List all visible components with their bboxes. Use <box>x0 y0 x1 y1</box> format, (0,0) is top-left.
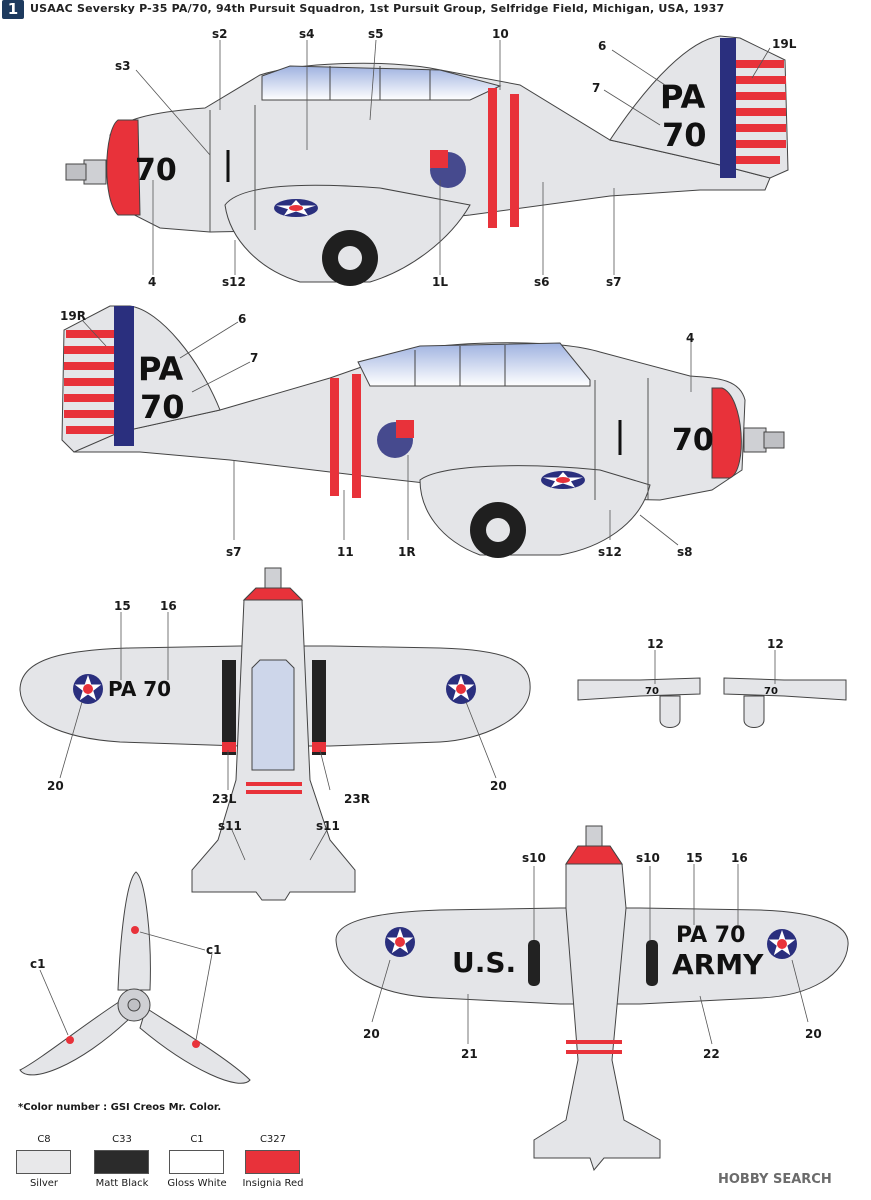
swatch-gloss-white <box>169 1150 224 1174</box>
swatch-name-gloss-white: Gloss White <box>167 1178 227 1189</box>
callout-23R: 23R <box>344 792 370 806</box>
callout-s3: s3 <box>115 59 131 73</box>
bottom-wing-code: PA 70 <box>676 923 745 948</box>
wing-detail-number-right: 70 <box>764 686 778 697</box>
callout-c1-right: c1 <box>206 943 221 957</box>
callout-s5: s5 <box>368 27 384 41</box>
callout-19R: 19R <box>60 309 86 323</box>
tail-number-right: 70 <box>140 388 185 426</box>
wing-detail-number-left: 70 <box>645 686 659 697</box>
callout-11: 11 <box>337 545 354 559</box>
callout-7-right: 7 <box>250 351 258 365</box>
callout-s4: s4 <box>299 27 315 41</box>
wing-underside-details: 70 70 12 12 <box>577 637 847 728</box>
callout-20-top-right: 20 <box>490 779 507 793</box>
callout-s11-left: s11 <box>218 819 242 833</box>
swatch-matt-black <box>94 1150 149 1174</box>
left-side-profile: 70 PA 70 s2 s4 s5 10 s3 6 19L 7 <box>65 27 797 289</box>
tail-code-left: PA <box>660 78 706 116</box>
watermark: HOBBY SEARCH <box>718 1172 832 1187</box>
swatch-code-silver: C8 <box>37 1134 51 1145</box>
indian-head-emblem-right <box>377 420 414 458</box>
callout-c1-left: c1 <box>30 957 45 971</box>
callout-22: 22 <box>703 1047 720 1061</box>
swatch-code-insignia-red: C327 <box>259 1134 287 1145</box>
callout-s10-right: s10 <box>636 851 660 865</box>
swatch-silver <box>16 1150 71 1174</box>
callout-4-right: 4 <box>686 331 694 345</box>
swatch-name-silver: Silver <box>29 1178 59 1189</box>
tail-code-right: PA <box>138 350 184 388</box>
profile-number-badge: 1 <box>2 0 24 19</box>
fuselage-number-right: 70 <box>672 423 714 458</box>
swatch-name-insignia-red: Insignia Red <box>242 1178 304 1189</box>
bottom-view: U.S. PA 70 ARMY s10 s10 15 16 20 21 22 2… <box>335 825 849 1172</box>
bottom-army-lettering: ARMY <box>672 948 764 981</box>
callout-19L: 19L <box>772 37 797 51</box>
callout-12-right: 12 <box>767 637 784 651</box>
swatch-code-matt-black: C33 <box>112 1134 132 1145</box>
callout-1L: 1L <box>432 275 448 289</box>
top-wing-code: PA 70 <box>108 677 171 701</box>
fuselage-number-left: 70 <box>135 153 177 188</box>
callout-s10-left: s10 <box>522 851 546 865</box>
callout-21: 21 <box>461 1047 478 1061</box>
propeller-drawing: c1 c1 <box>19 871 251 1084</box>
indian-head-emblem-left <box>430 150 466 188</box>
top-view: PA 70 15 16 20 20 23L 23R s11 s11 <box>19 567 531 901</box>
callout-s12: s12 <box>222 275 246 289</box>
callout-20-bottom-left: 20 <box>363 1027 380 1041</box>
callout-6: 6 <box>598 39 606 53</box>
callout-15-bottom: 15 <box>686 851 703 865</box>
callout-s2: s2 <box>212 27 228 41</box>
callout-16-bottom: 16 <box>731 851 748 865</box>
tail-number-left: 70 <box>662 116 707 154</box>
callout-s7-right: s7 <box>226 545 242 559</box>
callout-s7: s7 <box>606 275 622 289</box>
callout-s12-right: s12 <box>598 545 622 559</box>
swatch-code-gloss-white: C1 <box>190 1134 204 1145</box>
bottom-us-lettering: U.S. <box>452 946 516 979</box>
callout-s11-right: s11 <box>316 819 340 833</box>
callout-s6: s6 <box>534 275 550 289</box>
callout-7: 7 <box>592 81 600 95</box>
callout-10: 10 <box>492 27 509 41</box>
callout-16-top: 16 <box>160 599 177 613</box>
callout-1R: 1R <box>398 545 416 559</box>
swatch-name-matt-black: Matt Black <box>95 1178 149 1189</box>
right-side-profile: 70 PA 70 19R 6 7 4 s7 11 1R s12 s8 <box>60 305 785 559</box>
callout-20-bottom-right: 20 <box>805 1027 822 1041</box>
callout-s8: s8 <box>677 545 693 559</box>
callout-15-top: 15 <box>114 599 131 613</box>
callout-6-right: 6 <box>238 312 246 326</box>
callout-20-top-left: 20 <box>47 779 64 793</box>
callout-4: 4 <box>148 275 156 289</box>
callout-23L: 23L <box>212 792 237 806</box>
aircraft-title: USAAC Seversky P-35 PA/70, 94th Pursuit … <box>30 2 725 15</box>
swatch-insignia-red <box>245 1150 300 1174</box>
color-note: *Color number : GSI Creos Mr. Color. <box>18 1102 222 1113</box>
callout-12-left: 12 <box>647 637 664 651</box>
